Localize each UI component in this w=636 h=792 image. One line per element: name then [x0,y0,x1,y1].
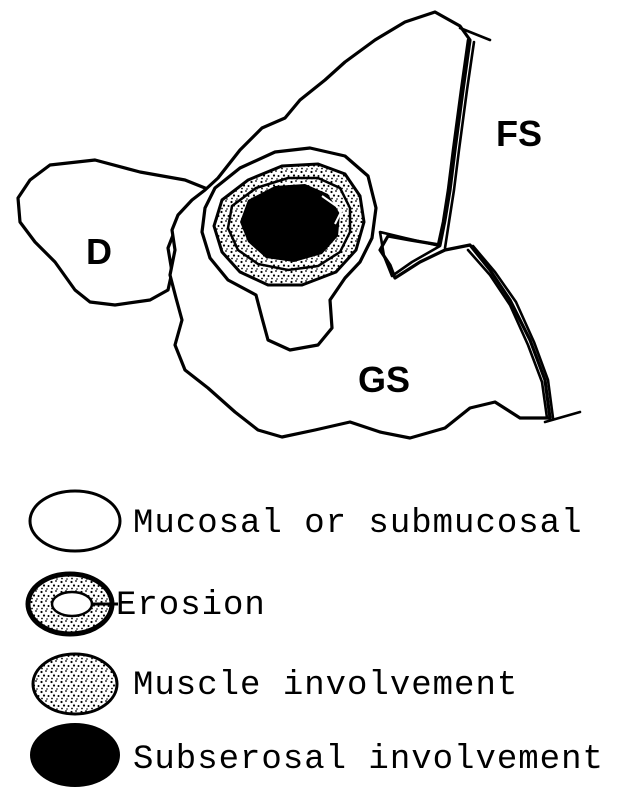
legend-swatch-erosion [28,574,118,634]
legend-label-muscle: Muscle involvement [133,667,518,705]
legend-label-subserosal: Subserosal involvement [133,741,604,779]
region-label-d: D [86,231,112,272]
legend-swatch-subserosal [30,723,120,787]
region-label-fs: FS [496,113,542,154]
legend-label-erosion: Erosion [116,587,266,625]
legend: Mucosal or submucosal Erosion Muscle inv… [28,491,604,787]
legend-label-mucosal: Mucosal or submucosal [133,505,582,543]
region-label-gs: GS [358,359,410,400]
legend-swatch-mucosal [30,491,120,551]
legend-swatch-muscle [33,654,117,714]
